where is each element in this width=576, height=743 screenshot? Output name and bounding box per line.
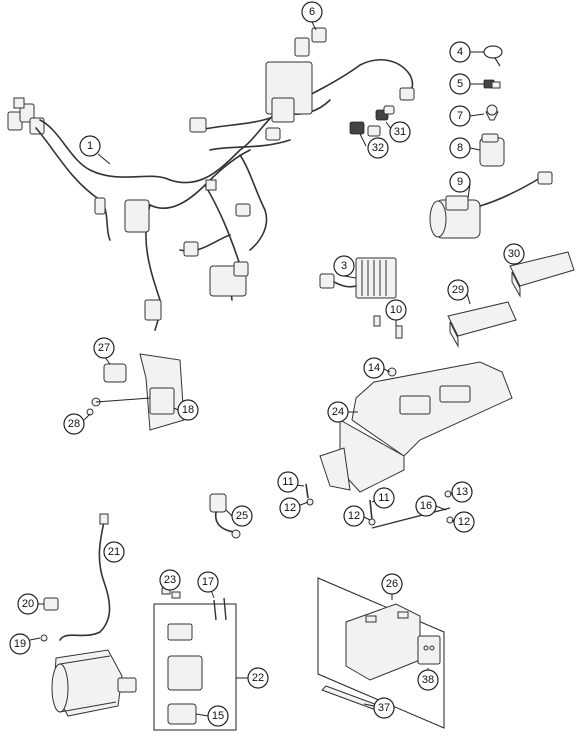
svg-text:19: 19: [14, 638, 26, 650]
battery-cover-icon: [447, 251, 575, 348]
starter-motor-icon: [51, 649, 137, 717]
callout-20: 20: [17, 593, 39, 615]
svg-text:8: 8: [457, 142, 463, 154]
callout-6: 6: [301, 1, 323, 23]
callout-5: 5: [449, 73, 471, 95]
starter-relay-icon: [153, 587, 248, 731]
sensor-icon: [209, 493, 241, 539]
callout-11a: 11: [277, 471, 299, 493]
wiring-harness-icon: [7, 27, 415, 331]
battery-holder-icon: [319, 361, 513, 493]
callout-3: 3: [333, 255, 355, 277]
svg-text:11: 11: [282, 476, 293, 488]
callout-25: 25: [231, 505, 253, 527]
svg-text:11: 11: [378, 492, 389, 504]
callout-19: 19: [9, 633, 31, 655]
svg-text:4: 4: [457, 46, 463, 58]
svg-text:28: 28: [68, 418, 80, 430]
svg-text:29: 29: [452, 284, 464, 296]
voltage-regulator-icon: [319, 257, 403, 339]
callout-12c: 12: [453, 511, 475, 533]
svg-text:37: 37: [378, 702, 390, 714]
callout-23: 23: [159, 569, 181, 591]
callout-18: 18: [177, 399, 199, 421]
callout-15: 15: [207, 705, 229, 727]
svg-text:26: 26: [386, 578, 398, 590]
svg-text:9: 9: [457, 176, 463, 188]
callout-9: 9: [449, 171, 471, 193]
svg-text:3: 3: [341, 260, 347, 272]
svg-text:27: 27: [98, 342, 110, 354]
svg-text:14: 14: [368, 362, 380, 374]
callout-31: 31: [389, 121, 411, 143]
callout-26: 26: [381, 573, 403, 595]
svg-text:12: 12: [348, 510, 360, 522]
callout-37: 37: [373, 697, 395, 719]
svg-text:32: 32: [372, 142, 384, 154]
svg-text:12: 12: [458, 516, 470, 528]
svg-text:30: 30: [508, 248, 520, 260]
callout-21: 21: [103, 541, 125, 563]
callout-8: 8: [449, 137, 471, 159]
svg-text:10: 10: [390, 304, 402, 316]
svg-text:12: 12: [284, 502, 296, 514]
callout-11b: 11: [373, 487, 395, 509]
callout-38: 38: [417, 669, 439, 691]
svg-text:25: 25: [236, 510, 248, 522]
relay-connector-icon: [349, 105, 395, 137]
callout-32: 32: [367, 137, 389, 159]
callout-12b: 12: [343, 505, 365, 527]
svg-text:16: 16: [420, 500, 432, 512]
callout-13: 13: [451, 481, 473, 503]
starter-cable-icon: [59, 513, 111, 641]
callout-28: 28: [63, 413, 85, 435]
svg-text:1: 1: [87, 140, 93, 152]
nut-icon: [40, 634, 48, 642]
callout-29: 29: [447, 279, 469, 301]
svg-text:13: 13: [456, 486, 468, 498]
svg-text:6: 6: [309, 6, 315, 18]
clamp-icon: [43, 597, 59, 611]
callout-16: 16: [415, 495, 437, 517]
svg-text:24: 24: [332, 406, 344, 418]
svg-text:21: 21: [108, 546, 120, 558]
grommet-icon: [485, 104, 499, 121]
svg-text:22: 22: [252, 672, 264, 684]
clip-icon: [483, 79, 501, 89]
relay-bracket-icon: [86, 353, 185, 431]
rubber-cover-icon: [479, 133, 505, 167]
svg-text:15: 15: [212, 710, 224, 722]
svg-text:31: 31: [394, 126, 406, 138]
callout-27: 27: [93, 337, 115, 359]
callout-14: 14: [363, 357, 385, 379]
svg-text:17: 17: [202, 576, 214, 588]
svg-text:38: 38: [422, 674, 434, 686]
cable-tie-icon: [483, 45, 503, 67]
svg-text:18: 18: [182, 404, 194, 416]
callout-22: 22: [247, 667, 269, 689]
callout-10: 10: [385, 299, 407, 321]
callout-12a: 12: [279, 497, 301, 519]
svg-text:23: 23: [164, 574, 176, 586]
svg-text:20: 20: [22, 598, 34, 610]
svg-text:7: 7: [457, 110, 463, 122]
callout-7: 7: [449, 105, 471, 127]
callout-4: 4: [449, 41, 471, 63]
callout-24: 24: [327, 401, 349, 423]
callout-1: 1: [79, 135, 101, 157]
callout-30: 30: [503, 243, 525, 265]
callout-17: 17: [197, 571, 219, 593]
horn-icon: [429, 171, 553, 239]
svg-text:5: 5: [457, 78, 463, 90]
